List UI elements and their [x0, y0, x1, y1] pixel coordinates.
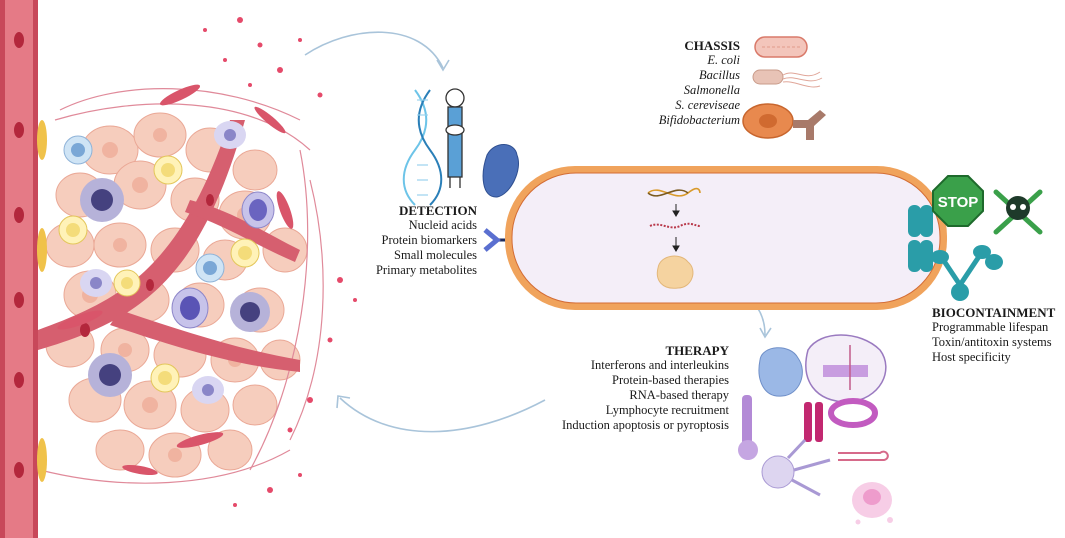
e-coli-icon — [754, 36, 808, 58]
therapy-item: Induction apoptosis or pyroptosis — [561, 418, 729, 432]
protein-biomarker-icon — [482, 144, 519, 198]
therapy-item: Interferons and interleukins — [590, 358, 729, 372]
engineered-bacterium — [505, 166, 947, 310]
dna-helix-icon — [402, 89, 443, 206]
detection-block: DETECTION Nucleid acids Protein biomarke… — [376, 203, 477, 278]
chassis-item: Bifidobacterium — [658, 113, 740, 127]
bacillus-icon — [752, 69, 823, 88]
detection-item: Protein biomarkers — [381, 233, 477, 247]
therapy-item: RNA-based therapy — [629, 388, 729, 402]
process-arrows — [672, 204, 680, 252]
immune-cells — [58, 121, 275, 404]
detection-title: DETECTION — [398, 203, 477, 218]
biocontainment-title: BIOCONTAINMENT — [932, 305, 1056, 320]
therapy-item: Lymphocyte recruitment — [605, 403, 729, 417]
antibody-toxin-icon — [931, 245, 1003, 301]
chromosome-icon — [908, 205, 933, 272]
receptor-proteins-icon — [804, 402, 823, 442]
arrow-therapy-to-tumor — [339, 397, 546, 433]
fibroblasts — [57, 84, 294, 476]
stop-sign-icon: STOP — [932, 175, 984, 227]
released-particles — [203, 17, 357, 507]
apoptotic-cell-icon — [852, 482, 893, 525]
biocontainment-item: Toxin/antitoxin systems — [932, 335, 1052, 349]
chassis-block: CHASSIS E. coli Bacillus Salmonella S. c… — [659, 38, 740, 128]
mrna-icon — [649, 222, 701, 229]
skull-crossbones-icon — [993, 189, 1043, 235]
arrow-tumor-to-detection — [304, 31, 444, 69]
protein-product-icon — [656, 255, 694, 289]
detection-item: Small molecules — [394, 248, 477, 262]
therapy-title: THERAPY — [665, 343, 729, 358]
aptamer-hairpin-icon — [445, 88, 465, 188]
s-cerevisiae-icon — [742, 103, 794, 139]
biocontainment-block: BIOCONTAINMENT Programmable lifespan Tox… — [932, 305, 1055, 365]
dendritic-cell-icon — [761, 438, 831, 497]
cytokine-protein-icon — [758, 347, 803, 397]
stop-sign-text: STOP — [938, 194, 979, 211]
rna-therapy-cell-icon — [805, 334, 887, 403]
pore-ring-icon — [828, 398, 878, 428]
bifidobacterium-icon — [793, 110, 826, 140]
tumor-mass — [0, 0, 357, 538]
chassis-item: Salmonella — [683, 83, 740, 97]
chassis-item: Bacillus — [699, 68, 740, 82]
biocontainment-item: Host specificity — [932, 350, 1011, 364]
chassis-item: S. cereviseae — [675, 98, 740, 112]
lymphocyte-icon — [738, 395, 758, 460]
rna-hairpin-icon — [838, 450, 889, 461]
chassis-item: E. coli — [707, 53, 740, 67]
detection-item: Nucleid acids — [408, 218, 477, 232]
therapy-item: Protein-based therapies — [612, 373, 729, 387]
chassis-title: CHASSIS — [684, 38, 740, 53]
detection-item: Primary metabolites — [375, 263, 477, 277]
biocontainment-item: Programmable lifespan — [932, 320, 1049, 334]
therapy-block: THERAPY Interferons and interleukins Pro… — [562, 343, 729, 433]
dna-icon — [647, 187, 701, 197]
